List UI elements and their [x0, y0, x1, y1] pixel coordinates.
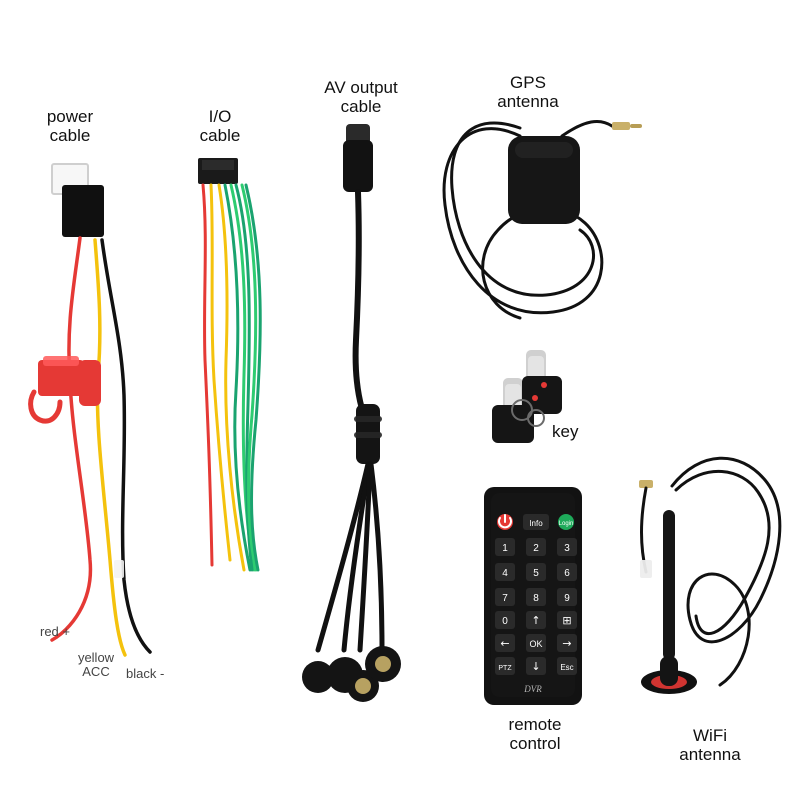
remote-key-6: 6: [564, 568, 570, 579]
label-key: key: [552, 422, 579, 441]
remote-key-9: 9: [564, 593, 570, 604]
remote-info-label: Info: [529, 519, 543, 528]
io-cable: [198, 158, 262, 572]
label-av-output-cable: AV output cable: [324, 78, 398, 116]
remote-key-2: 2: [533, 543, 539, 554]
av-output-cable: [302, 124, 401, 702]
up-arrow-icon: ↑: [531, 614, 540, 627]
remote-key-0: 0: [502, 616, 508, 627]
remote-key-4: 4: [502, 568, 508, 579]
keys: [492, 350, 562, 443]
label-yellow-acc: yellow ACC: [77, 650, 115, 680]
remote-ok-label: OK: [529, 639, 542, 649]
down-arrow-icon: ↓: [531, 660, 540, 673]
remote-login-label: Login: [559, 521, 574, 527]
remote-brand: DVR: [523, 684, 542, 694]
remote-ptz-label: PTZ: [498, 665, 512, 672]
label-gps-antenna: GPS antenna: [497, 73, 559, 111]
label-red-plus: red +: [40, 624, 70, 639]
remote-key-7: 7: [502, 593, 508, 604]
remote-key-1: 1: [502, 543, 508, 554]
grid-icon: ⊞: [562, 614, 571, 627]
label-io-cable: I/O cable: [199, 107, 241, 145]
remote-key-3: 3: [564, 543, 570, 554]
gps-antenna: [442, 119, 642, 320]
label-black-minus: black -: [126, 666, 165, 681]
remote-key-5: 5: [533, 568, 539, 579]
wifi-antenna: [639, 456, 782, 694]
remote-keypad: [495, 538, 577, 675]
right-arrow-icon: →: [562, 637, 571, 650]
left-arrow-icon: ←: [500, 637, 509, 650]
label-remote-control: remote control: [508, 715, 562, 753]
label-power-cable: power cable: [46, 107, 94, 145]
remote-control: Info Login 1 2 3 4 5 6 7 8 9 0 ↑ ⊞ ← OK …: [484, 487, 582, 705]
remote-key-8: 8: [533, 593, 539, 604]
power-cable: [28, 163, 152, 657]
label-wifi-antenna: WiFi antenna: [679, 726, 741, 764]
remote-esc-label: Esc: [560, 663, 573, 672]
